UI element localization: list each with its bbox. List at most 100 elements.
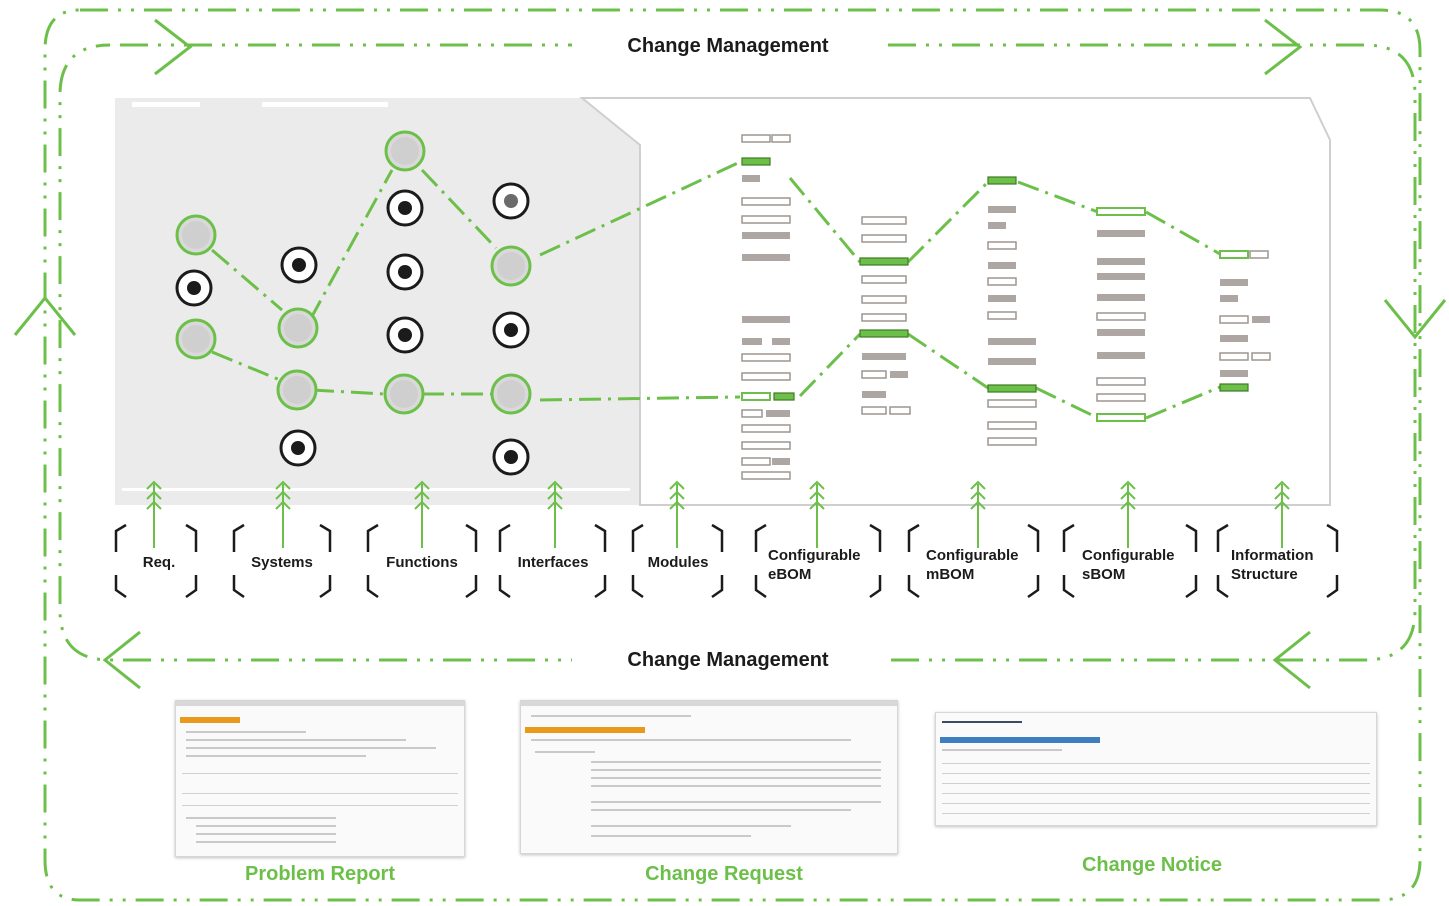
problem-report-thumbnail (175, 700, 465, 857)
change-management-title-bottom: Change Management (572, 649, 884, 672)
bom-item-bar (988, 222, 1006, 229)
stage-label-line: Systems (251, 554, 313, 571)
bom-item-bar (862, 353, 906, 360)
stage-label-req: Req. (99, 553, 219, 572)
bom-item-bar (1220, 370, 1248, 377)
stage-label-systems: Systems (222, 553, 342, 572)
bom-item-bar (741, 134, 771, 143)
bom-item-bar (988, 358, 1036, 365)
bom-item-bar (987, 277, 1017, 286)
up-arrow-icon (275, 480, 291, 548)
change-notice-caption: Change Notice (1081, 854, 1223, 876)
up-arrow-icon (1274, 480, 1290, 548)
bom-item-bar (741, 409, 763, 418)
trace-node-inner (391, 137, 419, 165)
inner-loop (58, 43, 1417, 662)
stage-label-line: Configurable (926, 547, 1019, 564)
trace-node-inner (283, 376, 311, 404)
trace-node-dot (504, 194, 518, 208)
bom-item-bar (988, 206, 1016, 213)
stage-label-line: Structure (1231, 566, 1298, 583)
bom-item-bar (861, 216, 907, 225)
bom-item-bar (741, 424, 791, 433)
bom-item-bar (987, 421, 1037, 430)
bom-item-bar (1219, 383, 1249, 392)
bom-item-bar (861, 370, 887, 379)
trace-node-dot (291, 441, 305, 455)
change-request-thumbnail (520, 700, 898, 854)
trace-links (211, 160, 1221, 420)
stage-label-ebom: Configurable eBOM (768, 546, 888, 584)
change-request-caption: Change Request (645, 863, 803, 885)
bom-item-bar (861, 234, 907, 243)
up-arrow-icon (970, 480, 986, 548)
bom-item-bar (766, 410, 790, 417)
bom-item-bar (987, 176, 1017, 185)
trace-node-inner (284, 314, 312, 342)
bom-item-bar (1219, 315, 1249, 324)
bom-item-bar (742, 316, 790, 323)
bom-item-bar (742, 232, 790, 239)
bom-item-bar (1096, 207, 1146, 216)
label-bracket (232, 523, 332, 599)
bom-item-bar (861, 313, 907, 322)
bom-item-bar (862, 391, 886, 398)
up-arrow-icon (547, 480, 563, 548)
label-bracket (498, 523, 607, 599)
bottom-right-chevron-icon (1272, 630, 1311, 690)
bom-item-bar (772, 458, 790, 465)
trace-node-dot (398, 201, 412, 215)
bom-item-bar (742, 175, 760, 182)
stage-label-modules: Modules (618, 553, 738, 572)
bom-item-bar (741, 197, 791, 206)
bom-item-bar (1219, 250, 1249, 259)
right-down-chevron-icon (1383, 299, 1447, 340)
trace-node-dot (292, 258, 306, 272)
bom-item-bar (861, 295, 907, 304)
change-management-title-top: Change Management (572, 35, 884, 58)
bom-item-bar (1096, 377, 1146, 386)
stage-label-line: Interfaces (517, 554, 589, 571)
bom-item-bar (741, 215, 791, 224)
label-bracket (114, 523, 198, 599)
stage-label-sbom: Configurable sBOM (1082, 546, 1202, 584)
stage-label-line: Functions (386, 554, 458, 571)
stage-label-line: eBOM (768, 566, 812, 583)
up-arrow-icon (414, 480, 430, 548)
left-up-chevron-icon (13, 295, 77, 336)
trace-node-dot (187, 281, 201, 295)
bom-item-bar (859, 329, 909, 338)
bom-item-bar (1251, 352, 1271, 361)
bom-item-bar (988, 262, 1016, 269)
stage-label-line: Information (1231, 547, 1314, 564)
left-panel-baseline (122, 488, 630, 491)
left-panel-tab (262, 102, 388, 107)
bom-item-bar (1249, 250, 1269, 259)
bom-item-bar (861, 406, 887, 415)
bom-item-bar (741, 353, 791, 362)
stage-label-line: Configurable (768, 547, 861, 564)
bom-item-bar (741, 471, 791, 480)
bom-item-bar (742, 254, 790, 261)
up-arrow-icon (146, 480, 162, 548)
stage-label-line: Configurable (1082, 547, 1175, 564)
bom-item-bar (988, 295, 1016, 302)
stage-label-info: Information Structure (1231, 546, 1351, 584)
bom-item-bar (889, 406, 911, 415)
bom-item-bar (1220, 279, 1248, 286)
trace-node-inner (497, 252, 525, 280)
bom-item-bar (1097, 352, 1145, 359)
bom-item-bar (741, 457, 771, 466)
stage-label-line: sBOM (1082, 566, 1126, 583)
bom-item-bar (987, 399, 1037, 408)
bom-item-bar (861, 275, 907, 284)
trace-node-dot (398, 328, 412, 342)
stage-label-functions: Functions (362, 553, 482, 572)
bom-item-bar (1097, 258, 1145, 265)
bom-item-bar (987, 384, 1037, 393)
top-right-chevron-icon (1264, 18, 1303, 76)
trace-node-inner (182, 325, 210, 353)
bom-item-bar (987, 437, 1037, 446)
stage-label-line: Modules (647, 554, 709, 571)
